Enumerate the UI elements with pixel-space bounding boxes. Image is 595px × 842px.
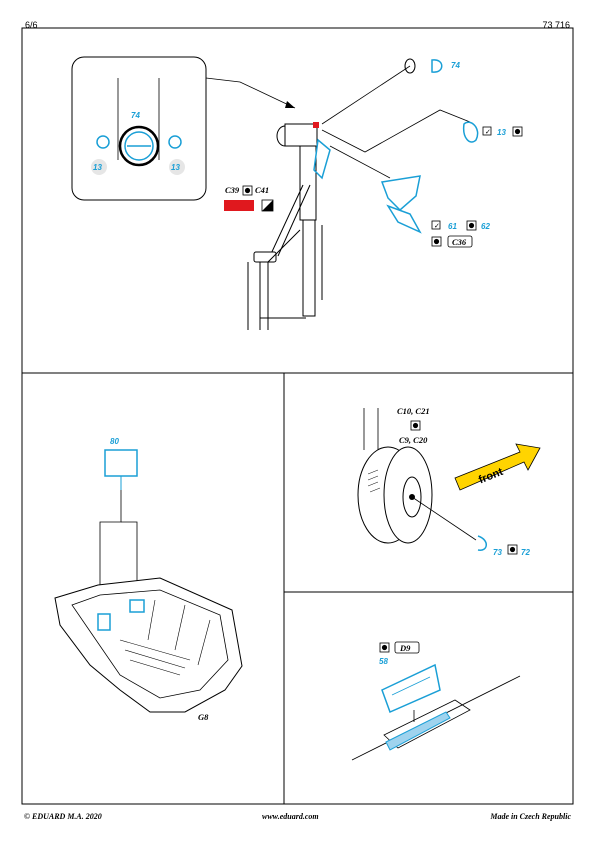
color-ref-b: C41 <box>255 185 269 195</box>
svg-text:✓: ✓ <box>434 222 440 230</box>
color-line-2: C9, C20 <box>399 435 428 445</box>
etch-panel-80 <box>104 449 138 477</box>
strip-part-number: 58 <box>379 657 388 666</box>
right-mid-panel: C10, C21 C9, C20 front 73 72 <box>357 406 541 557</box>
footer-website[interactable]: www.eduard.com <box>262 812 319 821</box>
footer-origin: Made in Czech Republic <box>490 812 571 821</box>
hook-part-a: 73 <box>493 548 502 557</box>
bracket-part-number: 13 <box>497 128 506 137</box>
ring-part-number: 74 <box>451 61 460 70</box>
cockpit-tub <box>54 577 243 713</box>
kit-number: 73 716 <box>542 20 570 30</box>
assembly-ref-label: G8 <box>198 712 209 722</box>
hook-part <box>477 535 487 551</box>
bottom-left-panel: 80 G8 <box>54 437 243 722</box>
inset-part-right: 13 <box>171 163 180 172</box>
hook-part-b: 72 <box>521 548 530 557</box>
clip-part-a: 61 <box>448 222 457 231</box>
paint-ref-d9: D9 <box>399 643 411 653</box>
panel-part-number: 80 <box>110 437 119 446</box>
top-panel: 74 13 13 74 <box>71 56 523 330</box>
landing-gear-strut <box>247 123 323 330</box>
etch-strip-58 <box>381 663 441 714</box>
svg-text:✓: ✓ <box>485 128 491 136</box>
footer-copyright: © EDUARD M.A. 2020 <box>24 812 102 821</box>
clip-assembly <box>380 175 422 234</box>
color-ref-a: C39 <box>225 185 240 195</box>
strut-top-marker <box>313 122 319 128</box>
strut-clip <box>313 138 331 180</box>
red-swatch <box>224 200 254 211</box>
clip-part-b: 62 <box>481 222 490 231</box>
inset-part-left: 13 <box>93 163 102 172</box>
page-number: 6/6 <box>25 20 38 30</box>
color-line-1: C10, C21 <box>397 406 430 416</box>
page-frame <box>21 27 574 805</box>
right-bottom-panel: D9 58 <box>351 641 521 761</box>
paint-ref-label: C36 <box>452 237 467 247</box>
front-arrow: front <box>454 443 541 491</box>
inset-part-number: 74 <box>131 111 140 120</box>
